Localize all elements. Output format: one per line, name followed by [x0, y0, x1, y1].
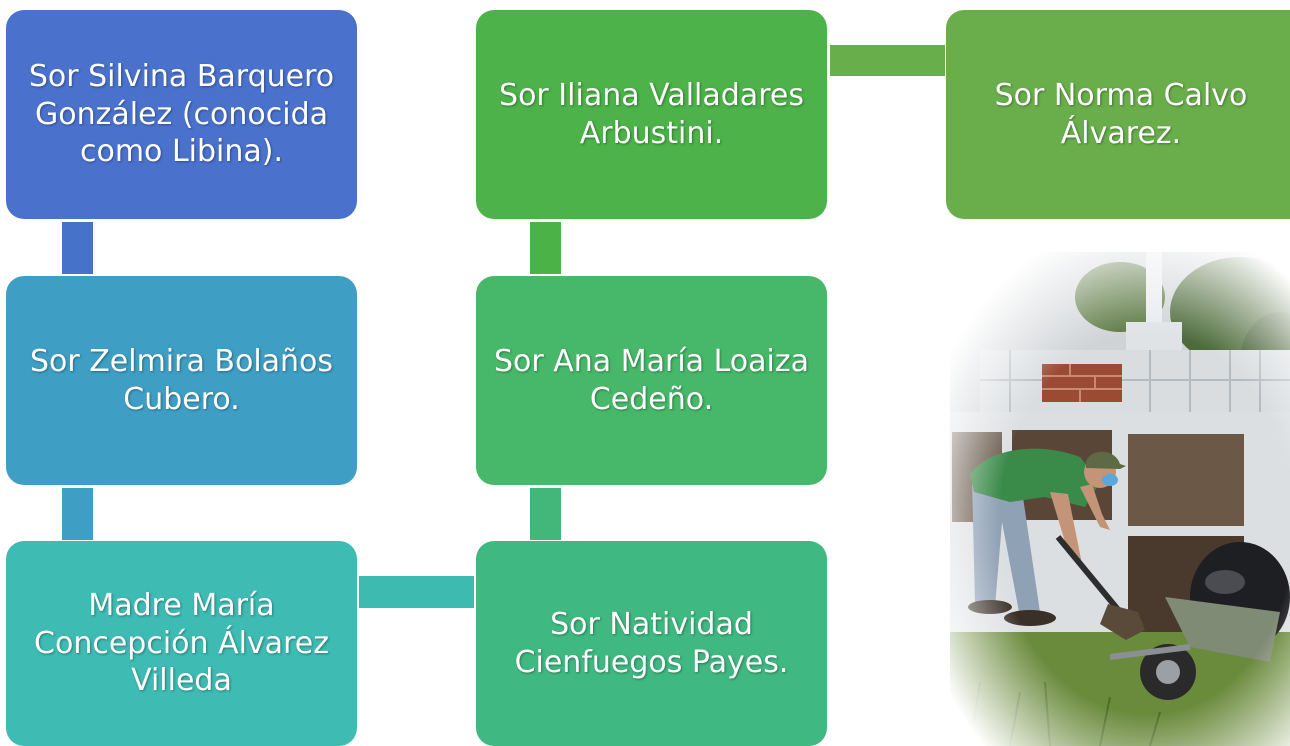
- node-maria-concepcion-alvarez[interactable]: Madre María Concepción Álvarez Villeda: [6, 541, 357, 746]
- node-label: Sor Silvina Barquero González (conocida …: [28, 59, 335, 170]
- connector-n1-n2: [62, 222, 93, 274]
- node-label: Sor Iliana Valladares Arbustini.: [499, 78, 804, 151]
- node-iliana-valladares[interactable]: Sor Iliana Valladares Arbustini.: [476, 10, 827, 219]
- node-norma-calvo[interactable]: Sor Norma Calvo Álvarez.: [946, 10, 1290, 219]
- node-label: Sor Ana María Loaiza Cedeño.: [494, 344, 809, 417]
- node-label: Sor Zelmira Bolaños Cubero.: [29, 344, 334, 417]
- node-label: Madre María Concepción Álvarez Villeda: [34, 588, 329, 699]
- connector-n5-n6: [530, 222, 561, 274]
- node-natividad-cienfuegos[interactable]: Sor Natividad Cienfuegos Payes.: [476, 541, 827, 746]
- cemetery-worker-photo: [950, 252, 1290, 746]
- node-label: Sor Natividad Cienfuegos Payes.: [514, 607, 789, 680]
- connector-n6-n7: [830, 45, 945, 76]
- node-zelmira-bolanos[interactable]: Sor Zelmira Bolaños Cubero.: [6, 276, 357, 485]
- node-ana-maria-loaiza[interactable]: Sor Ana María Loaiza Cedeño.: [476, 276, 827, 485]
- node-silvina-barquero[interactable]: Sor Silvina Barquero González (conocida …: [6, 10, 357, 219]
- connector-n4-n5: [530, 488, 561, 540]
- node-label: Sor Norma Calvo Álvarez.: [994, 78, 1248, 151]
- connector-n2-n3: [62, 488, 93, 540]
- connector-n3-n4: [359, 576, 474, 608]
